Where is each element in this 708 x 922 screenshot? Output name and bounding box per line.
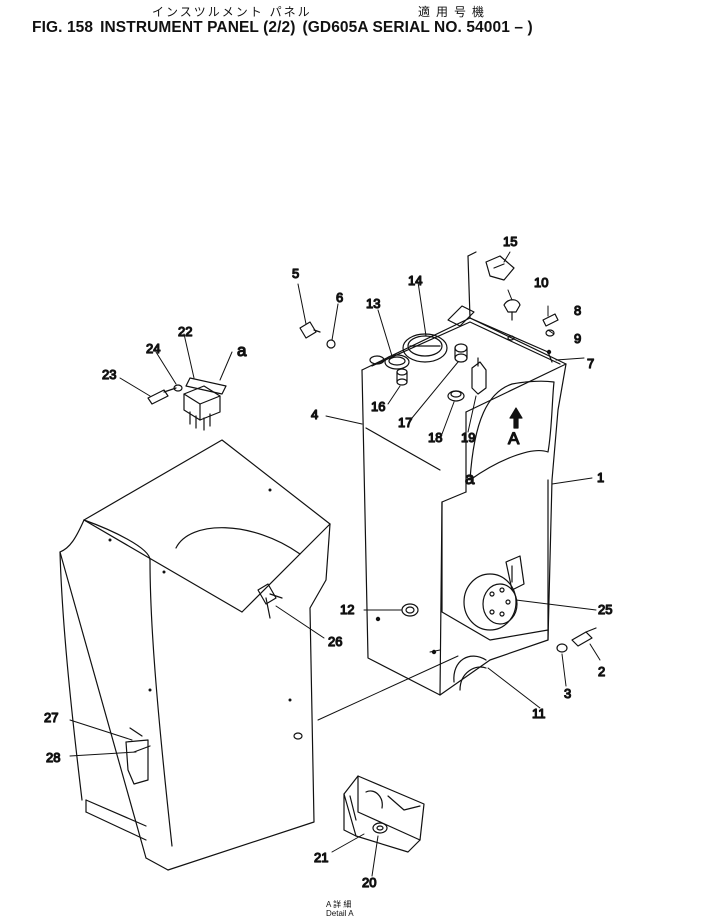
hour-meter-25 xyxy=(463,555,525,631)
callout-22: 22 xyxy=(178,324,192,339)
bolt-2 xyxy=(571,627,597,647)
callout-12: 12 xyxy=(340,602,354,617)
console-body xyxy=(59,439,331,871)
marker-a-panel: a xyxy=(465,469,475,488)
gauge-18 xyxy=(447,390,465,402)
callout-8: 8 xyxy=(574,303,581,318)
indicator-10 xyxy=(503,299,521,341)
washer-24 xyxy=(173,384,183,392)
leader-lines xyxy=(69,251,601,877)
callout-21: 21 xyxy=(314,850,328,865)
callout-5: 5 xyxy=(292,266,299,281)
detail-caption-en: Detail A xyxy=(326,909,354,918)
detail-caption: A 詳 細 Detail A xyxy=(326,900,354,918)
title-japanese: インスツルメント パネル xyxy=(152,5,312,19)
switch-17 xyxy=(454,343,468,363)
boot-11 xyxy=(453,655,487,691)
gauge-13 xyxy=(369,354,410,370)
callout-17: 17 xyxy=(398,415,412,430)
bolt-23 xyxy=(147,387,177,405)
callout-4: 4 xyxy=(311,407,318,422)
nut-on-console xyxy=(293,732,303,740)
panel-housing xyxy=(361,251,567,696)
callout-25: 25 xyxy=(598,602,612,617)
callout-23: 23 xyxy=(102,367,116,382)
marker-view-a: A xyxy=(508,429,520,448)
cap-15 xyxy=(485,255,515,281)
callout-1: 1 xyxy=(597,470,604,485)
washer-3 xyxy=(556,643,568,653)
figure-number: FIG. 158 xyxy=(32,19,94,36)
switch-27-28 xyxy=(125,727,151,785)
figure-name: INSTRUMENT PANEL (2/2) xyxy=(100,19,296,36)
washer-6 xyxy=(326,339,336,349)
callout-18: 18 xyxy=(428,430,442,445)
bolt-5 xyxy=(299,321,321,339)
callout-27: 27 xyxy=(44,710,58,725)
callout-24: 24 xyxy=(146,341,160,356)
figure-title: FIG. 158 INSTRUMENT PANEL (2/2) (GD605A SE… xyxy=(32,19,540,37)
callout-15: 15 xyxy=(503,234,517,249)
callout-2: 2 xyxy=(598,664,605,679)
detail-caption-jp: A 詳 細 xyxy=(326,900,352,909)
switch-16 xyxy=(396,368,408,386)
callout-9: 9 xyxy=(574,331,581,346)
speedometer-14 xyxy=(402,333,448,363)
callout-14: 14 xyxy=(408,273,422,288)
applies-to-japanese: 適用号機 xyxy=(418,5,491,19)
callout-26: 26 xyxy=(328,634,342,649)
washer-9 xyxy=(545,329,555,355)
callout-6: 6 xyxy=(336,290,343,305)
relay-22 xyxy=(183,377,227,431)
marker-a-relay: a xyxy=(237,341,247,360)
callout-28: 28 xyxy=(46,750,60,765)
switch-19 xyxy=(471,357,487,395)
screw-8 xyxy=(542,313,559,327)
bracket-20 xyxy=(343,775,425,853)
grommet-12 xyxy=(401,603,419,617)
connector-26 xyxy=(257,583,283,619)
callout-20: 20 xyxy=(362,875,376,890)
callout-3: 3 xyxy=(564,686,571,701)
view-arrow-a xyxy=(509,407,523,429)
callout-13: 13 xyxy=(366,296,380,311)
callout-16: 16 xyxy=(371,399,385,414)
callout-10: 10 xyxy=(534,275,548,290)
callout-7: 7 xyxy=(587,356,594,371)
callout-19: 19 xyxy=(461,430,475,445)
figure-model: (GD605A SERIAL NO. 54001 – ) xyxy=(302,19,533,36)
callout-11: 11 xyxy=(532,706,546,721)
